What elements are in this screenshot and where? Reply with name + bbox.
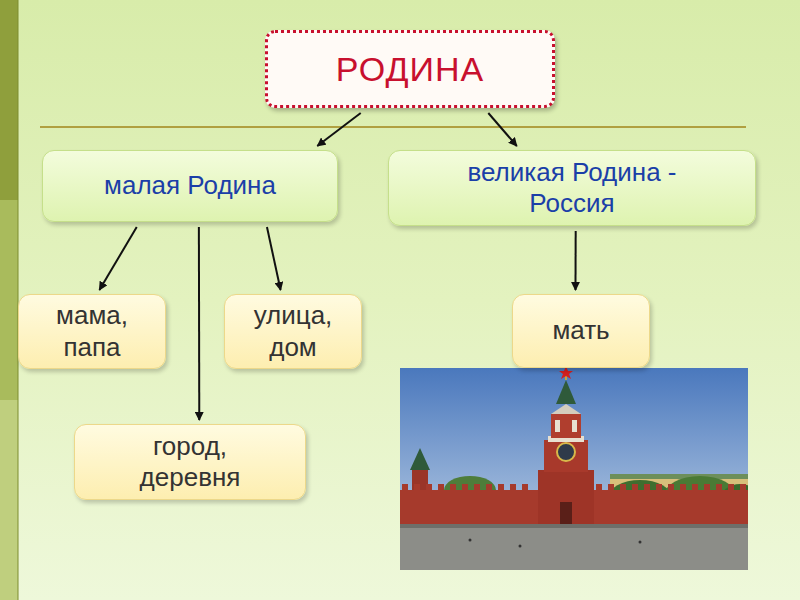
arrow-connector — [574, 231, 576, 290]
node-label: великая Родина - Россия — [443, 157, 701, 219]
title-box: РОДИНА — [265, 30, 555, 108]
node-label: город, деревня — [121, 431, 259, 493]
item-box: мать — [512, 294, 650, 368]
arrow-connector — [99, 227, 136, 290]
node-label: улица, дом — [235, 300, 351, 362]
arrow-connector — [198, 227, 200, 420]
category-box: великая Родина - Россия — [388, 150, 756, 226]
side-bar — [0, 0, 18, 200]
node-label: РОДИНА — [336, 49, 484, 90]
arrow-connector — [317, 113, 360, 146]
node-label: мама, папа — [33, 300, 151, 362]
arrow-connector — [488, 113, 517, 146]
side-bar — [0, 200, 18, 400]
item-box: улица, дом — [224, 294, 362, 369]
node-label: малая Родина — [104, 170, 276, 201]
node-label: мать — [552, 315, 609, 346]
item-box: мама, папа — [18, 294, 166, 369]
category-box: малая Родина — [42, 150, 338, 222]
side-bar — [0, 400, 18, 600]
arrow-connector — [267, 227, 281, 290]
item-box: город, деревня — [74, 424, 306, 500]
divider-line — [40, 126, 746, 128]
